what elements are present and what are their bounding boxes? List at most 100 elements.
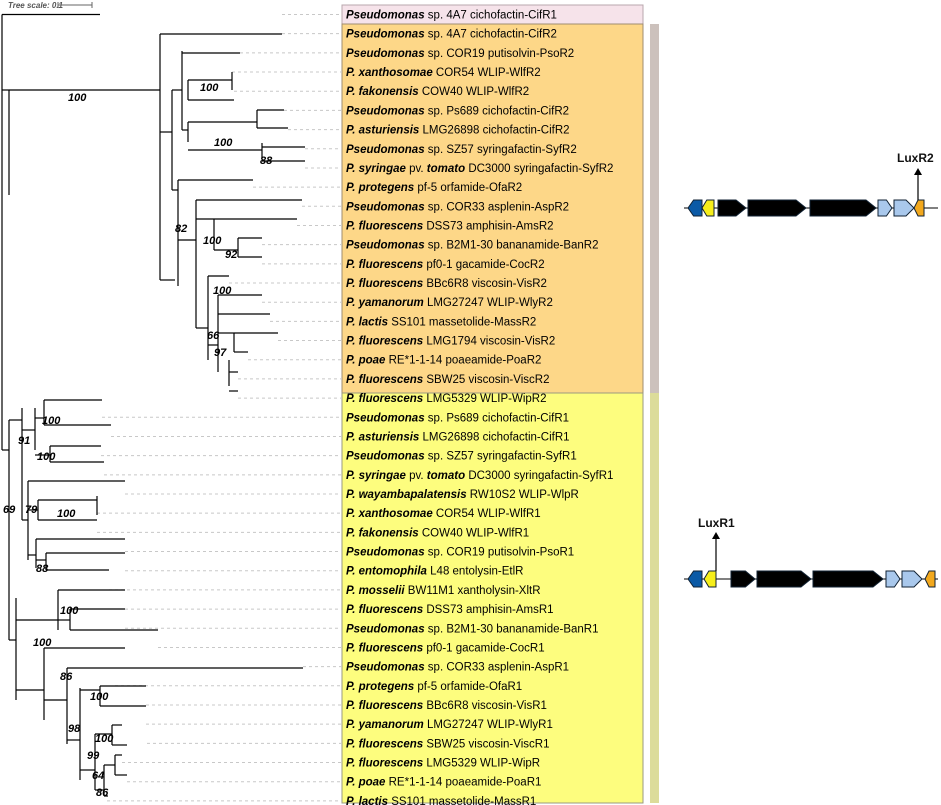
leaf-label: P. lactis SS101 massetolide-MassR2 <box>346 316 536 328</box>
leaf-label: P. fakonensis COW40 WLIP-WlfR2 <box>346 86 529 98</box>
leaf-species: P. fakonensis <box>346 527 419 539</box>
bootstrap-value: 92 <box>225 249 237 261</box>
leaf-strain: sp. SZ57 syringafactin-SyfR1 <box>425 451 577 463</box>
leaf-species: Pseudomonas <box>346 662 425 674</box>
leaf-label: P. protegens pf-5 orfamide-OfaR1 <box>346 681 522 693</box>
leaf-strain: sp. COR19 putisolvin-PsoR2 <box>425 48 575 60</box>
leaf-strain: sp. Ps689 cichofactin-CifR2 <box>425 105 569 117</box>
leaf-species: P. fluorescens <box>346 642 423 654</box>
leaf-species: P. asturiensis <box>346 431 419 443</box>
leaf-species: P. protegens <box>346 681 414 693</box>
bootstrap-value: 64 <box>92 770 104 782</box>
black-right-gene-arrow <box>747 199 807 217</box>
bootstrap-value: 82 <box>175 223 187 235</box>
leaf-strain: BBc6R8 viscosin-VisR1 <box>423 700 547 712</box>
leaf-strain: pf-5 orfamide-OfaR1 <box>414 681 522 693</box>
tree-scale-label: Tree scale: 0.1 <box>8 1 64 10</box>
leaf-label: P. fluorescens pf0-1 gacamide-CocR2 <box>346 259 545 271</box>
bootstrap-value: 99 <box>87 750 100 762</box>
leaf-species: Pseudomonas <box>346 29 425 41</box>
leaf-species: P. yamanorum <box>346 297 424 309</box>
bootstrap-value: 100 <box>214 137 233 149</box>
leaf-strain: SS101 massetolide-MassR1 <box>388 796 536 805</box>
leaf-label: P. xanthosomae COR54 WLIP-WlfR2 <box>346 67 541 79</box>
leaf-strain: pf0-1 gacamide-CocR2 <box>423 259 544 271</box>
bootstrap-value: 100 <box>68 92 87 104</box>
leaf-label: Pseudomonas sp. COR33 asplenin-AspR2 <box>346 201 569 213</box>
leaf-strain: sp. B2M1-30 bananamide-BanR1 <box>425 623 599 635</box>
leaf-strain: sp. 4A7 cichofactin-CifR1 <box>425 10 557 22</box>
black-right-gene-arrow <box>717 199 747 217</box>
black-right-gene-arrow <box>812 570 884 588</box>
leaf-strain: LMG5329 WLIP-WipR2 <box>423 393 546 405</box>
leaf-strain: LMG26898 cichofactin-CifR1 <box>419 431 569 443</box>
leaf-strain: pf-5 orfamide-OfaR2 <box>414 182 522 194</box>
leaf-species: P. mosselii <box>346 585 405 597</box>
light-blue-right-gene-arrow <box>877 199 893 217</box>
light-blue-right-gene-arrow <box>901 570 923 588</box>
leaf-strain: SS101 massetolide-MassR2 <box>388 316 536 328</box>
leaf-strain: LMG1794 viscosin-VisR2 <box>423 336 555 348</box>
gene-cluster: LuxR2 <box>684 151 938 217</box>
leaf-compound: DC3000 syringafactin-SyfR2 <box>465 163 613 175</box>
leaf-label: P. fluorescens DSS73 amphisin-AmsR2 <box>346 220 554 232</box>
luxr2-side-bar <box>650 24 659 393</box>
leaf-species: P. syringae <box>346 470 406 482</box>
leaf-strain: sp. SZ57 syringafactin-SyfR2 <box>425 144 577 156</box>
black-right-gene-arrow <box>730 570 756 588</box>
bootstrap-value: 88 <box>36 563 49 575</box>
bootstrap-value: 100 <box>90 691 109 703</box>
leaf-strain: sp. COR19 putisolvin-PsoR1 <box>425 547 575 559</box>
leaf-label: P. fluorescens SBW25 viscosin-ViscR2 <box>346 374 549 386</box>
cluster-label: LuxR2 <box>897 151 934 165</box>
leaf-guide-lines <box>97 14 342 802</box>
leaf-strain: SBW25 viscosin-ViscR1 <box>423 738 549 750</box>
bootstrap-value: 98 <box>68 723 81 735</box>
leaf-species: P. fluorescens <box>346 393 423 405</box>
tree-scale-bar: Tree scale: 0.1 <box>8 1 93 10</box>
leaf-pathovar: tomato <box>427 163 465 175</box>
bootstrap-value: 91 <box>18 435 30 447</box>
leaf-species: P. fluorescens <box>346 758 423 770</box>
leaf-compound: DC3000 syringafactin-SyfR1 <box>465 470 613 482</box>
leaf-species: P. fluorescens <box>346 604 423 616</box>
leaf-species: P. fluorescens <box>346 220 423 232</box>
leaf-strain: sp. COR33 asplenin-AspR1 <box>425 662 569 674</box>
dark-blue-left-gene-arrow <box>687 199 703 217</box>
leaf-strain: LMG27247 WLIP-WlyR1 <box>424 719 553 731</box>
leaf-species: Pseudomonas <box>346 412 425 424</box>
bootstrap-value: 100 <box>213 285 232 297</box>
luxr1-side-bar <box>650 393 659 803</box>
leaf-strain: pv. <box>406 470 427 482</box>
leaf-label: P. syringae pv. tomato DC3000 syringafac… <box>346 163 613 175</box>
leaf-strain: LMG27247 WLIP-WlyR2 <box>424 297 553 309</box>
bootstrap-value: 86 <box>96 787 109 799</box>
leaf-species: P. fakonensis <box>346 86 419 98</box>
leaf-label: Pseudomonas sp. Ps689 cichofactin-CifR2 <box>346 105 569 117</box>
leaf-species: P. fluorescens <box>346 700 423 712</box>
clade-highlight-boxes <box>341 4 659 804</box>
leaf-labels: Pseudomonas sp. 4A7 cichofactin-CifR1Pse… <box>346 10 613 805</box>
leaf-strain: COR54 WLIP-WlfR2 <box>433 67 541 79</box>
leaf-label: P. fluorescens pf0-1 gacamide-CocR1 <box>346 642 545 654</box>
yellow-left-gene-arrow <box>703 570 717 588</box>
leaf-label: P. syringae pv. tomato DC3000 syringafac… <box>346 470 613 482</box>
leaf-species: P. protegens <box>346 182 414 194</box>
leaf-label: Pseudomonas sp. Ps689 cichofactin-CifR1 <box>346 412 569 424</box>
leaf-label: P. lactis SS101 massetolide-MassR1 <box>346 796 536 805</box>
yellow-left-gene-arrow <box>701 199 715 217</box>
leaf-species: Pseudomonas <box>346 105 425 117</box>
leaf-species: P. xanthosomae <box>346 67 433 79</box>
leaf-label: Pseudomonas sp. 4A7 cichofactin-CifR2 <box>346 29 557 41</box>
leaf-species: P. asturiensis <box>346 125 419 137</box>
leaf-strain: DSS73 amphisin-AmsR2 <box>423 220 553 232</box>
leaf-strain: RE*1-1-14 poaeamide-PoaR1 <box>385 777 541 789</box>
black-right-gene-arrow <box>756 570 812 588</box>
bootstrap-value: 100 <box>42 415 61 427</box>
leaf-species: P. poae <box>346 355 386 367</box>
leaf-strain: LMG26898 cichofactin-CifR2 <box>419 125 569 137</box>
leaf-species: Pseudomonas <box>346 48 425 60</box>
leaf-species: Pseudomonas <box>346 201 425 213</box>
leaf-strain: pv. <box>406 163 427 175</box>
